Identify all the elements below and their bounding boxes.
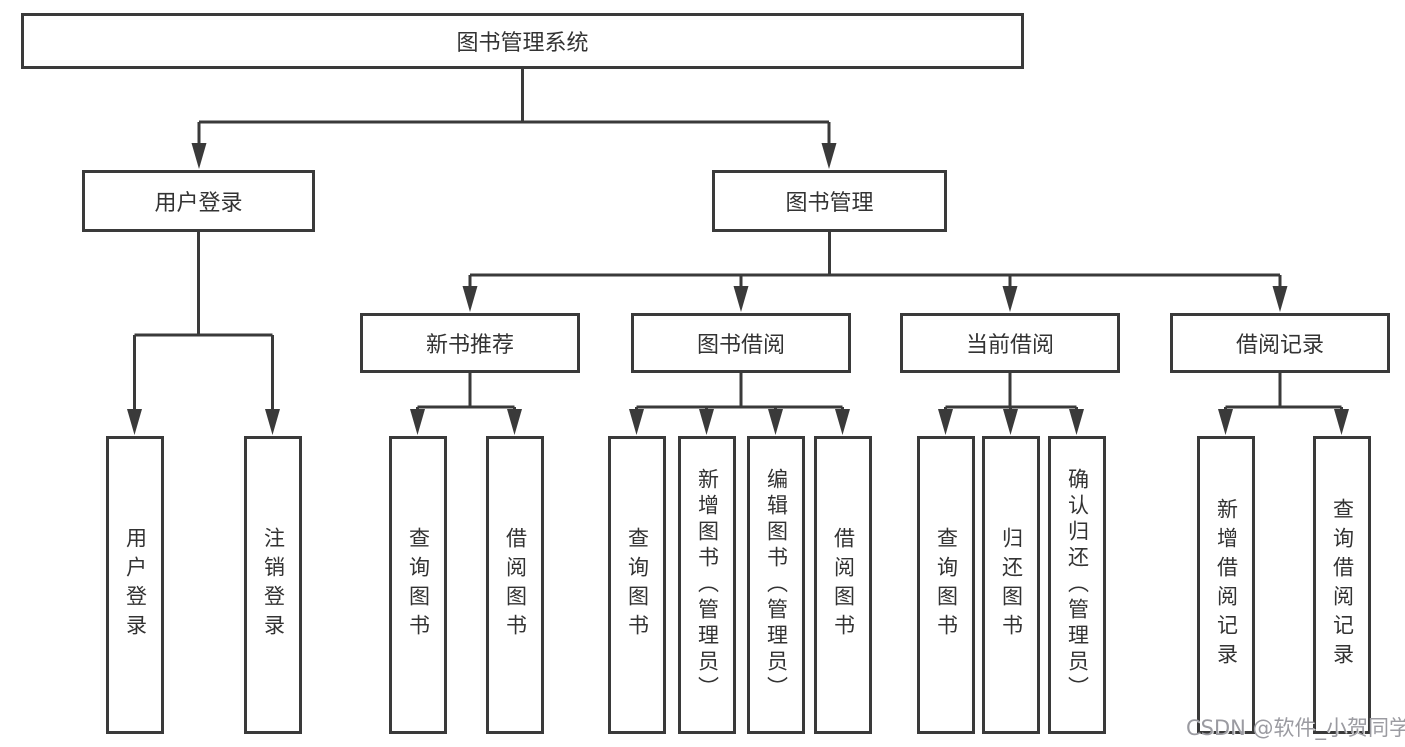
arrow-down-icon xyxy=(938,409,953,435)
node-label: 用户登录 xyxy=(154,191,243,216)
node-label: 归还图书 xyxy=(999,527,1024,643)
arrow-down-icon xyxy=(821,143,837,169)
leaf-recommend-query-books: 查询图书 xyxy=(389,436,447,734)
arrow-down-icon xyxy=(835,409,850,435)
leaf-borrow-borrow-books: 借阅图书 xyxy=(814,436,872,734)
leaf-recommend-borrow-books: 借阅图书 xyxy=(486,436,544,734)
arrow-down-markers xyxy=(127,143,1349,435)
node-label: 注销登录 xyxy=(261,527,286,643)
leaf-user-login: 用户登录 xyxy=(106,436,164,734)
node-label: 当前借阅 xyxy=(965,333,1054,358)
node-library-management-system: 图书管理系统 xyxy=(21,13,1024,69)
leaf-logout: 注销登录 xyxy=(244,436,302,734)
node-label: 新书推荐 xyxy=(425,333,514,358)
arrow-down-icon xyxy=(265,409,280,435)
node-user-login: 用户登录 xyxy=(82,170,315,232)
leaf-current-query-books: 查询图书 xyxy=(917,436,975,734)
arrow-down-icon xyxy=(1002,286,1018,312)
node-label: 用户登录 xyxy=(123,527,148,643)
leaf-current-return-books: 归还图书 xyxy=(982,436,1040,734)
node-book-management: 图书管理 xyxy=(712,170,947,232)
node-label: 图书管理系统 xyxy=(456,31,589,56)
arrow-down-icon xyxy=(733,286,749,312)
node-label: 查询图书 xyxy=(406,527,431,643)
node-label: 查询借阅记录 xyxy=(1330,498,1355,672)
node-book-borrowing: 图书借阅 xyxy=(631,313,851,373)
node-label: 图书借阅 xyxy=(696,333,785,358)
arrow-down-icon xyxy=(1069,409,1084,435)
arrow-down-icon xyxy=(191,143,207,169)
leaf-borrow-add-books-admin: 新增图书（管理员） xyxy=(678,436,736,734)
leaf-current-confirm-return-admin: 确认归还（管理员） xyxy=(1048,436,1106,734)
node-label: 借阅图书 xyxy=(831,527,856,643)
node-label: 新增图书（管理员） xyxy=(695,468,720,702)
node-borrowing-records: 借阅记录 xyxy=(1170,313,1390,373)
arrow-down-icon xyxy=(410,409,425,435)
arrow-down-icon xyxy=(1218,409,1233,435)
leaf-records-query-record: 查询借阅记录 xyxy=(1313,436,1371,734)
arrow-down-icon xyxy=(629,409,644,435)
node-label: 图书管理 xyxy=(785,191,874,216)
node-label: 借阅记录 xyxy=(1235,333,1324,358)
node-label: 确认归还（管理员） xyxy=(1065,468,1090,702)
arrow-down-icon xyxy=(507,409,522,435)
node-label: 新增借阅记录 xyxy=(1214,498,1239,672)
arrow-down-icon xyxy=(462,286,478,312)
arrow-down-icon xyxy=(699,409,714,435)
node-label: 借阅图书 xyxy=(503,527,528,643)
leaf-records-add-record: 新增借阅记录 xyxy=(1197,436,1255,734)
leaf-borrow-edit-books-admin: 编辑图书（管理员） xyxy=(747,436,805,734)
arrow-down-icon xyxy=(1334,409,1349,435)
node-label: 查询图书 xyxy=(934,527,959,643)
arrow-down-icon xyxy=(1272,286,1288,312)
arrow-down-icon xyxy=(127,409,142,435)
leaf-borrow-query-books: 查询图书 xyxy=(608,436,666,734)
node-label: 查询图书 xyxy=(625,527,650,643)
arrow-down-icon xyxy=(1003,409,1018,435)
node-current-borrowing: 当前借阅 xyxy=(900,313,1120,373)
node-label: 编辑图书（管理员） xyxy=(764,468,789,702)
node-new-book-recommend: 新书推荐 xyxy=(360,313,580,373)
watermark: CSDN @软件_小贺同学 xyxy=(1186,716,1405,740)
arrow-down-icon xyxy=(768,409,783,435)
